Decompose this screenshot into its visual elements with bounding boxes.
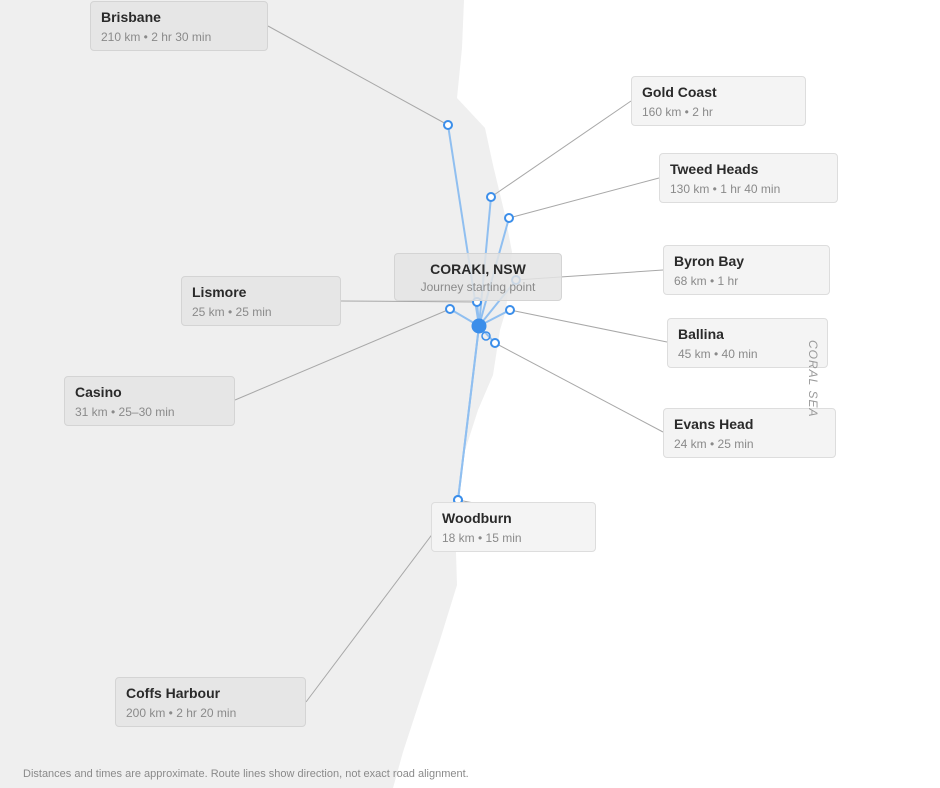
destination-name: Byron Bay xyxy=(674,253,745,269)
destination-name: Gold Coast xyxy=(642,84,717,100)
destination-name: Brisbane xyxy=(101,9,161,25)
origin-name: CORAKI, NSW xyxy=(430,261,526,277)
destination-card-woodburn[interactable]: Woodburn 18 km • 15 min xyxy=(431,502,596,552)
destination-detail: 25 km • 25 min xyxy=(192,305,272,319)
origin-marker[interactable] xyxy=(471,318,487,334)
destination-card-gold-coast[interactable]: Gold Coast 160 km • 2 hr xyxy=(631,76,806,126)
destination-detail: 45 km • 40 min xyxy=(678,347,758,361)
destination-detail: 68 km • 1 hr xyxy=(674,274,739,288)
destination-name: Coffs Harbour xyxy=(126,685,221,701)
leader-line-brisbane xyxy=(267,25,449,126)
destination-name: Tweed Heads xyxy=(670,161,759,177)
node-ballina[interactable] xyxy=(505,305,515,315)
node-brisbane[interactable] xyxy=(443,120,453,130)
destination-detail: 31 km • 25–30 min xyxy=(75,405,175,419)
destination-detail: 160 km • 2 hr xyxy=(642,105,713,119)
footnote: Distances and times are approximate. Rou… xyxy=(23,768,469,780)
node-evans-head[interactable] xyxy=(490,338,500,348)
destination-name: Ballina xyxy=(678,326,724,342)
leader-line-casino xyxy=(234,308,451,401)
destination-name: Evans Head xyxy=(674,416,754,432)
destination-name: Casino xyxy=(75,384,122,400)
destination-card-byron-bay[interactable]: Byron Bay 68 km • 1 hr xyxy=(663,245,830,295)
route-line-coffs-harbour xyxy=(457,325,480,501)
leader-line-tweed-heads xyxy=(508,177,660,219)
destination-card-brisbane[interactable]: Brisbane 210 km • 2 hr 30 min xyxy=(90,1,268,51)
destination-name: Woodburn xyxy=(442,510,512,526)
destination-card-tweed-heads[interactable]: Tweed Heads 130 km • 1 hr 40 min xyxy=(659,153,838,203)
node-tweed-heads[interactable] xyxy=(504,213,514,223)
destination-detail: 210 km • 2 hr 30 min xyxy=(101,30,212,44)
leader-line-lismore xyxy=(340,300,478,303)
origin-label[interactable]: CORAKI, NSW Journey starting point xyxy=(394,253,562,301)
destination-detail: 24 km • 25 min xyxy=(674,437,754,451)
land-area xyxy=(0,0,512,788)
leader-line-ballina xyxy=(509,309,668,343)
node-casino[interactable] xyxy=(445,304,455,314)
destination-detail: 200 km • 2 hr 20 min xyxy=(126,706,237,720)
destination-name: Lismore xyxy=(192,284,247,300)
leader-line-evans-head xyxy=(494,342,664,433)
origin-subtitle: Journey starting point xyxy=(420,280,536,294)
destination-detail: 18 km • 15 min xyxy=(442,531,522,545)
destination-card-lismore[interactable]: Lismore 25 km • 25 min xyxy=(181,276,341,326)
origin-ring xyxy=(481,331,491,341)
leader-line-gold-coast xyxy=(490,100,632,198)
node-gold-coast[interactable] xyxy=(486,192,496,202)
destination-card-ballina[interactable]: Ballina 45 km • 40 min xyxy=(667,318,828,368)
destination-card-coffs-harbour[interactable]: Coffs Harbour 200 km • 2 hr 20 min xyxy=(115,677,306,727)
destination-detail: 130 km • 1 hr 40 min xyxy=(670,182,781,196)
sea-label: CORAL SEA xyxy=(806,340,820,418)
destination-card-casino[interactable]: Casino 31 km • 25–30 min xyxy=(64,376,235,426)
destination-card-evans-head[interactable]: Evans Head 24 km • 25 min xyxy=(663,408,836,458)
